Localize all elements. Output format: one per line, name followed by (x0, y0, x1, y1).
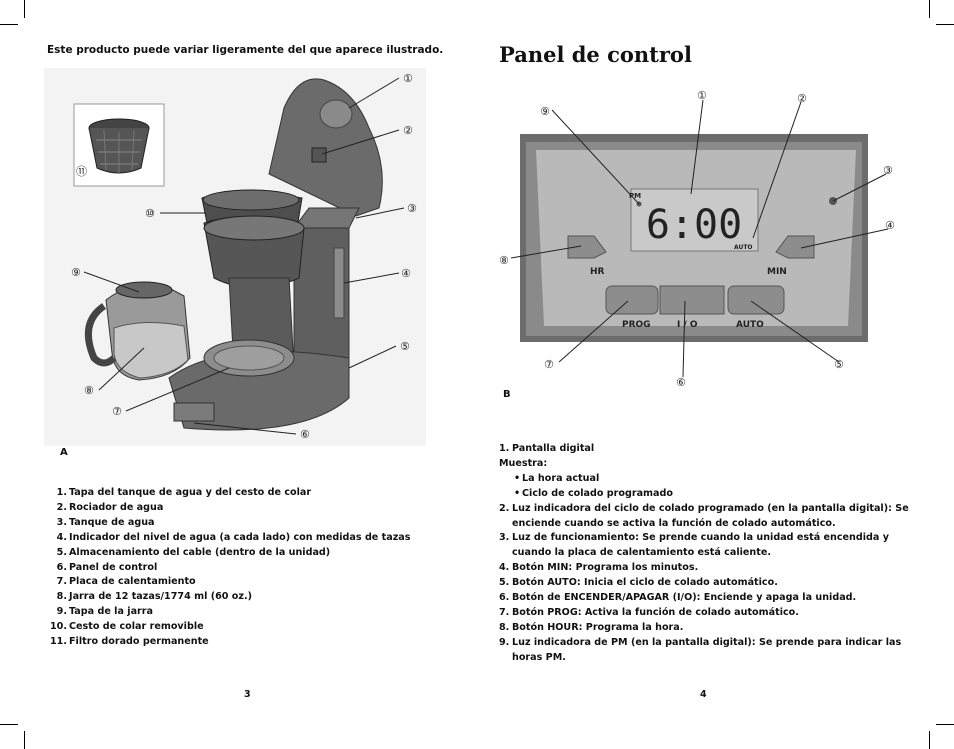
clock-readout: 6:00 (646, 202, 742, 248)
list-item: 2.Luz indicadora del ciclo de colado pro… (499, 502, 909, 529)
auto-indicator-label: AUTO (734, 244, 753, 251)
control-list: 1.Pantalla digital Muestra: •La hora act… (499, 442, 909, 666)
callout-9: ⑨ (540, 105, 550, 118)
figure-b-label: B (503, 389, 511, 400)
power-button[interactable] (659, 285, 725, 315)
crop-mark (24, 0, 25, 18)
list-item: 9.Tapa de la jarra (56, 606, 153, 618)
pm-indicator-label: PM (629, 192, 641, 200)
list-item: 5.Almacenamiento del cable (dentro de la… (56, 546, 331, 558)
list-item: 6.Panel de control (56, 561, 158, 573)
crop-mark (24, 731, 25, 749)
crop-mark (929, 0, 930, 18)
coffeemaker-illustration (84, 78, 383, 431)
list-item: •Ciclo de colado programado (514, 487, 673, 499)
list-item: 4.Indicador del nivel de agua (a cada la… (56, 531, 411, 543)
list-item: 1.Tapa del tanque de agua y del cesto de… (56, 487, 312, 498)
list-item: 5.Botón AUTO: Inicia el ciclo de colado … (499, 577, 778, 589)
hr-button[interactable] (567, 235, 607, 259)
intro-note: Este producto puede variar ligeramente d… (47, 44, 444, 56)
shows-label: Muestra: (499, 457, 548, 469)
prog-button[interactable] (605, 285, 659, 315)
crop-mark (936, 24, 954, 25)
callout-3: ③ (883, 164, 893, 177)
list-item: 9.Luz indicadora de PM (en la pantalla d… (499, 636, 902, 663)
callout-7: ⑦ (544, 358, 554, 371)
page-number: 4 (700, 689, 707, 700)
list-item: 10.Cesto de colar removible (50, 621, 204, 633)
min-button[interactable] (775, 235, 815, 259)
figure-a-label: A (60, 447, 68, 458)
list-item: 1.Pantalla digital (499, 443, 595, 454)
gold-filter-icon (88, 118, 150, 174)
list-item: 2.Rociador de agua (56, 501, 164, 513)
auto-button[interactable] (727, 285, 785, 315)
power-button-label: I / O (677, 320, 698, 330)
list-item: 3.Tanque de agua (56, 516, 155, 528)
list-item: 7.Placa de calentamiento (56, 576, 196, 588)
list-item: 8.Botón HOUR: Programa la hora. (499, 621, 684, 633)
callout-1: ① (697, 89, 707, 102)
list-item: 11.Filtro dorado permanente (50, 636, 209, 648)
list-item: 3.Luz de funcionamiento: Se prende cuand… (499, 532, 889, 559)
list-item: 4.Botón MIN: Programa los minutos. (499, 562, 699, 574)
prog-button-label: PROG (622, 320, 651, 330)
crop-mark (936, 724, 954, 725)
parts-list: 1.Tapa del tanque de agua y del cesto de… (44, 486, 410, 650)
list-item: 8.Jarra de 12 tazas/1774 ml (60 oz.) (56, 591, 253, 603)
page-number: 3 (244, 689, 251, 700)
list-item: 6.Botón de ENCENDER/APAGAR (I/O): Encien… (499, 592, 857, 604)
crop-mark (929, 731, 930, 749)
control-panel-figure: PM 6:00 AUTO HR MIN PROG I / O AUTO (496, 86, 926, 386)
callout-6: ⑥ (676, 376, 686, 386)
callout-5: ⑤ (834, 358, 844, 371)
callout-4: ④ (885, 219, 895, 232)
crop-mark (0, 724, 18, 725)
page-title: Panel de control (499, 42, 692, 67)
list-item: •La hora actual (514, 472, 600, 484)
crop-mark (0, 24, 18, 25)
min-button-label: MIN (767, 267, 787, 277)
callout-8: ⑧ (499, 254, 509, 267)
callout-2: ② (797, 92, 807, 105)
list-item: 7.Botón PROG: Activa la función de colad… (499, 606, 799, 618)
auto-button-label: AUTO (736, 320, 764, 330)
hr-button-label: HR (590, 267, 605, 277)
coffeemaker-figure: ① ② ③ ④ ⑤ ⑥ ⑦ ⑧ ⑨ ⑩ ⑪ (44, 68, 426, 446)
